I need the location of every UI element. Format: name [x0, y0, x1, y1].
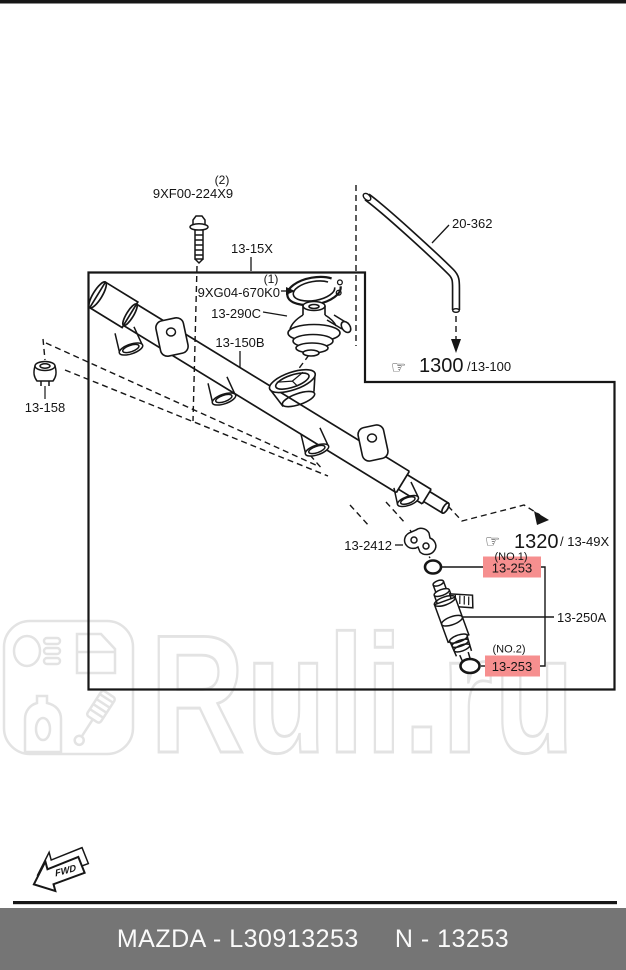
- label-ref-1300-sub: /13-100: [467, 359, 511, 374]
- label-snap-ring-part: 9XG04-670K0: [198, 285, 280, 300]
- assembly-boundary-box: [87, 271, 616, 691]
- leader-20-362: [431, 224, 450, 244]
- construction-lines: [42, 185, 541, 559]
- regulator-cup-drawing: [268, 368, 317, 408]
- watermark-logo-icon: [2, 619, 135, 756]
- label-bolt-part: 9XF00-224X9: [153, 186, 233, 201]
- rail-bracket-2: [357, 424, 389, 462]
- car-door-icon: [75, 632, 117, 675]
- footer-rule: [13, 901, 617, 905]
- fwd-label: FWD: [55, 863, 77, 880]
- bolt-drawing: [189, 215, 209, 265]
- label-ref-1320: 1320: [514, 531, 559, 553]
- zigzag-arrowhead-icon: [534, 511, 549, 525]
- highlight-oring1[interactable]: [483, 556, 541, 578]
- grommet-drawing: [33, 360, 57, 399]
- label-ref-1300: 1300: [419, 355, 464, 377]
- label-assembly-ref: 13-15X: [231, 241, 273, 256]
- right-arrowhead-icon: [286, 287, 295, 295]
- hose-drawing: [362, 192, 461, 314]
- pointing-hand-icon: ☞: [391, 358, 406, 377]
- highlight-oring2[interactable]: [485, 655, 540, 677]
- injector-drawing: [432, 579, 474, 665]
- top-border: [0, 0, 626, 4]
- headlight-icon: [12, 634, 42, 668]
- fwd-arrow: FWD: [32, 846, 90, 893]
- label-hose-part: 20-362: [452, 216, 492, 231]
- label-ref-1320-sub: / 13-49X: [560, 534, 609, 549]
- injector-ports: [114, 326, 420, 508]
- label-fuel-rail-part: 13-150B: [215, 335, 264, 350]
- oil-bottle-icon: [23, 694, 63, 754]
- shock-absorber-icon: [73, 689, 116, 747]
- rail-bracket-1: [155, 316, 189, 358]
- label-oring1-part[interactable]: 13-253: [492, 561, 532, 576]
- oring-2-drawing: [459, 657, 481, 675]
- down-arrowhead-icon: [451, 339, 461, 353]
- leader-13-290C: [262, 311, 288, 317]
- label-bolt-qty: (2): [215, 173, 230, 187]
- label-clip-part: 13-2412: [344, 538, 392, 553]
- footer-part-number: N - 13253: [394, 924, 510, 953]
- label-injector-part: 13-250A: [557, 610, 606, 625]
- footer-bar: MAZDA - L30913253 N - 13253: [0, 908, 626, 970]
- label-no1: (NO.1): [495, 551, 528, 563]
- regulator-drawing: [287, 300, 352, 357]
- oring-1-drawing: [423, 559, 443, 575]
- watermark-text: Ruli.ru: [150, 600, 576, 787]
- label-oring2-part[interactable]: 13-253: [492, 659, 532, 674]
- label-grommet-part: 13-158: [25, 400, 65, 415]
- pointing-hand-icon: ☞: [485, 532, 500, 551]
- clip-drawing: [403, 527, 437, 556]
- label-regulator-part: 13-290C: [211, 306, 261, 321]
- label-snap-ring-qty: (1): [264, 272, 279, 286]
- label-no2: (NO.2): [493, 644, 526, 656]
- footer-brand-part: MAZDA - L30913253: [116, 924, 359, 953]
